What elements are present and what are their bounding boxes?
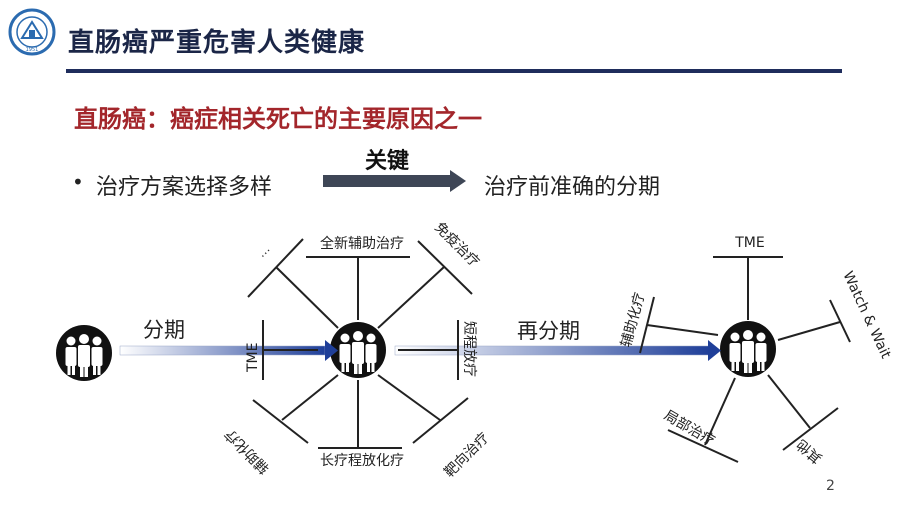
slide-subtitle: 直肠癌：癌症相关死亡的主要原因之一 <box>74 105 482 133</box>
staging-arrow <box>119 340 338 361</box>
patient-group-icon <box>330 322 386 378</box>
hub1-option-bottom: 长疗程放化疗 <box>320 453 404 469</box>
key-arrow-label: 关键 <box>365 149 410 174</box>
hub1-ellipsis: … <box>254 242 272 260</box>
hub2-option-right: Watch & Wait <box>839 269 894 362</box>
hub1-option-bars <box>247 238 473 449</box>
restaging-label: 再分期 <box>517 319 580 343</box>
key-arrow <box>323 170 466 192</box>
hub2-option-bars <box>639 256 851 463</box>
hub1-option-bottom-right: 靶向治疗 <box>442 430 493 481</box>
bullet-text: 治疗方案选择多样 <box>96 175 273 200</box>
hub2-option-bottom-right: 其他 <box>794 436 826 466</box>
hub1-option-right: 短程放疗 <box>461 321 477 377</box>
logo-year: 1951 <box>26 47 39 53</box>
hub1-option-bottom-left: 辅助化疗 <box>222 426 273 477</box>
university-logo: 1951 <box>8 8 56 56</box>
hub1-option-top: 全新辅助治疗 <box>320 235 404 252</box>
title-divider <box>66 69 842 73</box>
hub2-spokes <box>646 257 841 446</box>
bullet-icon: • <box>72 170 84 194</box>
hub1-option-left: TME <box>245 343 261 373</box>
patient-group-icon <box>720 321 776 377</box>
page-number: 2 <box>826 478 835 494</box>
slide-title: 直肠癌严重危害人类健康 <box>68 28 366 58</box>
hub2-option-bottom-left: 局部治疗 <box>661 408 717 450</box>
hub2-option-top: TME <box>734 235 764 251</box>
hub1-spokes <box>263 257 458 448</box>
key-result-text: 治疗前准确的分期 <box>484 175 661 200</box>
staging-label: 分期 <box>143 318 185 342</box>
restaging-arrow <box>394 340 721 361</box>
patient-group-icon <box>56 325 112 381</box>
